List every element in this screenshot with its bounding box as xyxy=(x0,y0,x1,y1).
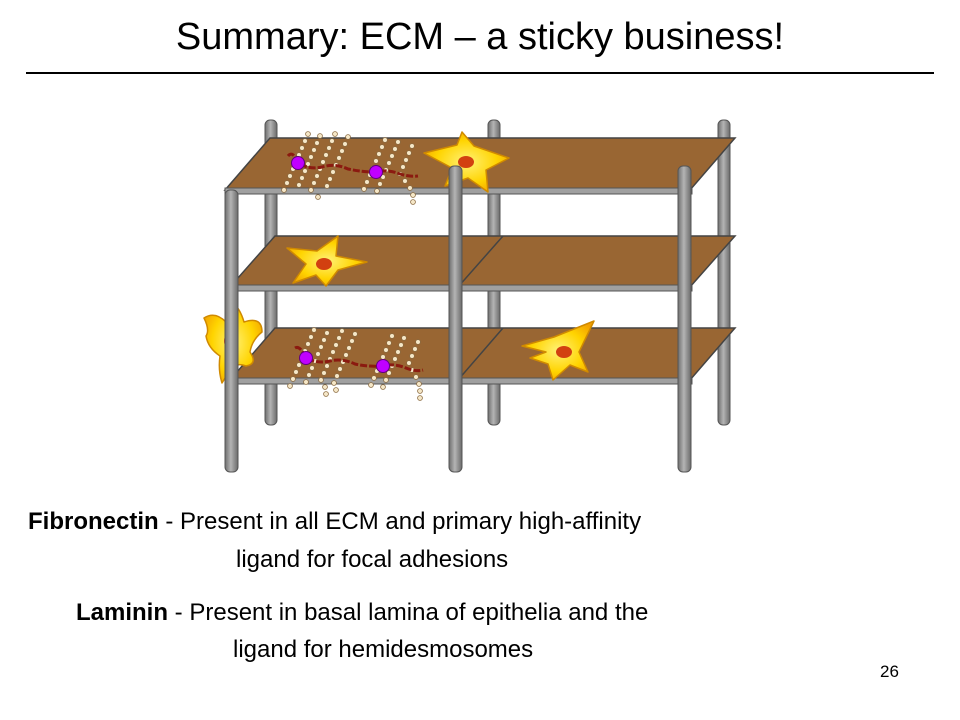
cell-bottom-right xyxy=(521,320,595,381)
collagen-fiber xyxy=(361,137,388,192)
term-laminin: Laminin xyxy=(76,599,169,626)
collagen-fiber xyxy=(296,133,323,188)
definition-fibronectin-line2: ligand for focal adhesions xyxy=(236,546,509,573)
definition-laminin-line2: ligand for hemidesmosomes xyxy=(233,636,534,663)
definition-fibronectin-line1: - Present in all ECM and primary high-af… xyxy=(158,508,642,535)
integrin-node xyxy=(376,359,390,373)
cell-nucleus xyxy=(458,156,474,168)
definition-fibronectin: Fibronectin - Present in all ECM and pri… xyxy=(28,506,641,538)
collagen-fiber xyxy=(324,134,351,189)
definition-laminin: Laminin - Present in basal lamina of epi… xyxy=(76,597,648,629)
title-underline xyxy=(26,72,934,74)
integrin-node xyxy=(369,165,383,179)
front-posts xyxy=(224,165,692,473)
collagen-fiber xyxy=(368,333,395,388)
post-back-right xyxy=(717,119,731,426)
cell-top-right xyxy=(423,131,510,193)
fibronectin-top xyxy=(286,152,419,179)
post-front-middle xyxy=(448,165,463,473)
slide-number: 26 xyxy=(880,662,899,681)
post-front-left xyxy=(224,189,239,473)
collagen-fiber xyxy=(397,143,416,205)
cell-middle-left xyxy=(286,235,368,287)
slide-title: Summary: ECM – a sticky business! xyxy=(175,16,785,58)
integrin-node xyxy=(299,351,313,365)
definition-laminin-line1: - Present in basal lamina of epithelia a… xyxy=(168,599,649,626)
post-front-right xyxy=(677,165,692,473)
collagen-fiber xyxy=(380,335,407,390)
collagen-fiber xyxy=(318,328,345,397)
integrin-node xyxy=(291,156,305,170)
collagen-fiber xyxy=(406,339,423,401)
collagen-fibers-top xyxy=(281,131,416,205)
collagen-fiber xyxy=(308,131,338,200)
term-fibronectin: Fibronectin xyxy=(28,508,159,535)
cell-nucleus xyxy=(316,258,332,270)
collagen-fiber xyxy=(331,331,358,393)
cell-nucleus xyxy=(556,346,572,358)
fibronectin-bottom xyxy=(294,346,424,373)
